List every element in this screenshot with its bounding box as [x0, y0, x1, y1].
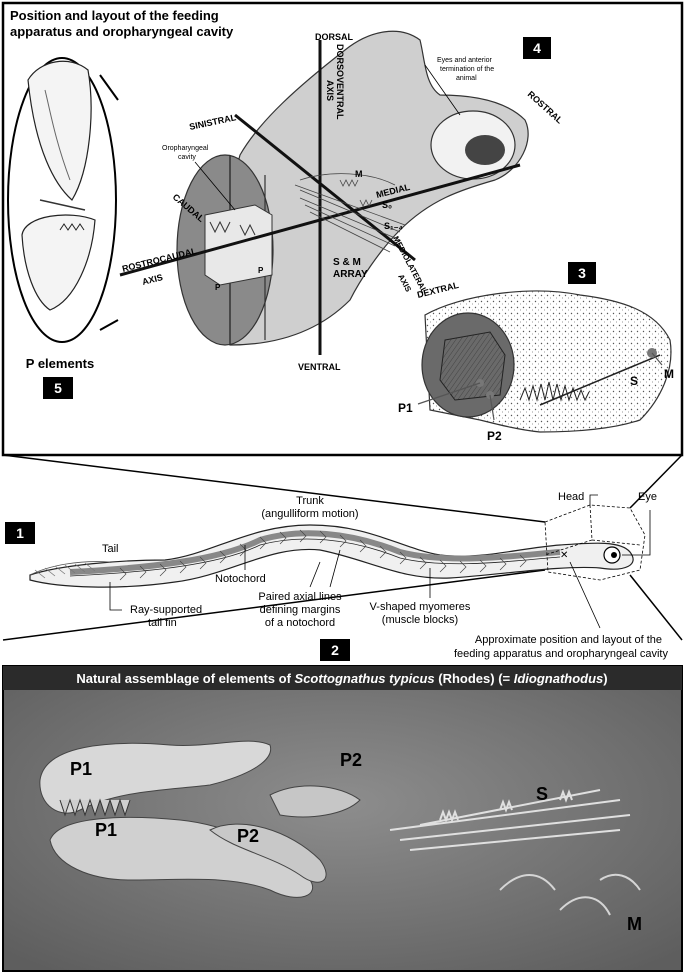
- panel2-number: 2: [331, 642, 339, 658]
- photo-s: S: [536, 784, 548, 804]
- s14-label: S₁₋₄: [384, 221, 403, 231]
- myomeres: [119, 529, 527, 581]
- m-elements: [499, 873, 641, 916]
- p-right-label: P: [258, 266, 264, 275]
- panel4-title-line1: Position and layout of the feeding: [10, 8, 219, 23]
- p2-element-upper: [269, 785, 361, 818]
- s0-label: S₀: [382, 200, 392, 210]
- cavity-elements: [439, 331, 506, 401]
- ray-label-2: tail fin: [148, 617, 177, 629]
- panel3-number: 3: [578, 265, 586, 281]
- panel3-s-label: S: [630, 374, 638, 388]
- leader-line: [99, 319, 119, 331]
- myomeres-label-1: V-shaped myomeres: [370, 601, 471, 613]
- panel1-number: 1: [16, 525, 24, 541]
- panel1-number-box: [5, 522, 35, 544]
- dorsoventral-label-2: AXIS: [325, 80, 335, 101]
- panel3-p1-label: P1: [398, 401, 413, 415]
- panel3-number-box: [568, 262, 596, 284]
- animal-body: [29, 524, 634, 588]
- body-outline: [214, 30, 529, 346]
- panel2-caption: Natural assemblage of elements of Scotto…: [76, 671, 607, 686]
- approx-label-2: feeding apparatus and oropharyngeal cavi…: [454, 648, 669, 660]
- p-left-label: P: [215, 283, 221, 292]
- feeding-apparatus-mark: ✕: [560, 550, 568, 561]
- panel5-number-box: [43, 377, 73, 399]
- photo-p1-top: P1: [70, 759, 92, 779]
- dorsoventral-label-1: DORSOVENTRAL: [335, 44, 345, 120]
- mediolateral-axis: [234, 113, 416, 262]
- eyes-note-1: Eyes and anterior: [437, 57, 493, 64]
- rostrocaudal-label-2: AXIS: [141, 272, 164, 287]
- panel4-title-line2: apparatus and oropharyngeal cavity: [10, 24, 234, 39]
- panel5-label: P elements: [26, 356, 94, 371]
- panel4-body-diagram: DORSAL DORSOVENTRAL AXIS Eyes and anteri…: [119, 30, 565, 372]
- tail-label: Tail: [102, 543, 119, 555]
- s-elements: [389, 789, 631, 851]
- rostrocaudal-axis: [119, 163, 521, 277]
- caption-bar: [3, 666, 682, 690]
- trunk-label-2: (angulliform motion): [261, 508, 358, 520]
- photo-p2-bottom: P2: [237, 826, 259, 846]
- panel3-head-cutaway: 3 P1 P2 S M: [398, 262, 674, 443]
- panel5-p-elements: P elements 5: [7, 57, 119, 399]
- mouth-teeth: [519, 381, 590, 402]
- p1-element-upper: [39, 740, 272, 814]
- panel4-number: 4: [533, 40, 541, 56]
- p-element-lower: [21, 214, 96, 311]
- eyes-note-3: animal: [456, 75, 477, 82]
- photo-m: M: [627, 914, 642, 934]
- photo-p2-top: P2: [340, 750, 362, 770]
- head-label: Head: [558, 491, 584, 503]
- p1-element-lower: [49, 816, 313, 898]
- eyes-note-2: termination of the: [440, 66, 494, 73]
- eye-label: Eye: [638, 491, 657, 503]
- p2-element-lower: [209, 823, 327, 883]
- oropharyngeal-label-1: Oropharyngeal: [162, 145, 209, 152]
- sm-array-label-2: ARRAY: [333, 269, 368, 280]
- axial-label-3: of a notochord: [265, 617, 335, 629]
- eye-pupil: [465, 135, 505, 165]
- m-label: M: [355, 169, 363, 179]
- axial-label-1: Paired axial lines: [258, 591, 342, 603]
- ray-label-1: Ray-supported: [130, 604, 202, 616]
- head-region-box: [544, 504, 646, 581]
- approx-label-1: Approximate position and layout of the: [475, 634, 662, 646]
- axial-label-2: defining margins: [260, 604, 341, 616]
- photo-p1-bottom: P1: [95, 820, 117, 840]
- trunk-label-1: Trunk: [296, 495, 324, 507]
- oropharyngeal-label-2: cavity: [178, 154, 196, 161]
- panel5-number: 5: [54, 380, 62, 396]
- panel3-p2-label: P2: [487, 429, 502, 443]
- ventral-label: VENTRAL: [298, 362, 341, 372]
- panel3-m-label: M: [664, 367, 674, 381]
- leader-line: [99, 74, 119, 101]
- panel2-photo: 2 Natural assemblage of elements of Scot…: [2, 639, 683, 972]
- top-panel: Position and layout of the feeding appar…: [1, 1, 684, 457]
- dorsal-label: DORSAL: [315, 32, 354, 42]
- zoom-connectors: [2, 454, 683, 641]
- panel1-animal: 1 ✕ Tail Trunk (angulliform motion) Noto…: [5, 491, 668, 660]
- notochord-band: [69, 530, 561, 575]
- notochord-label: Notochord: [215, 573, 266, 585]
- myomeres-label-2: (muscle blocks): [382, 614, 458, 626]
- panel2-number-box: [320, 639, 350, 661]
- p-element-upper: [27, 60, 92, 201]
- panel4-number-box: [523, 37, 551, 59]
- sm-array: [294, 173, 406, 253]
- sm-array-label-1: S & M: [333, 257, 361, 268]
